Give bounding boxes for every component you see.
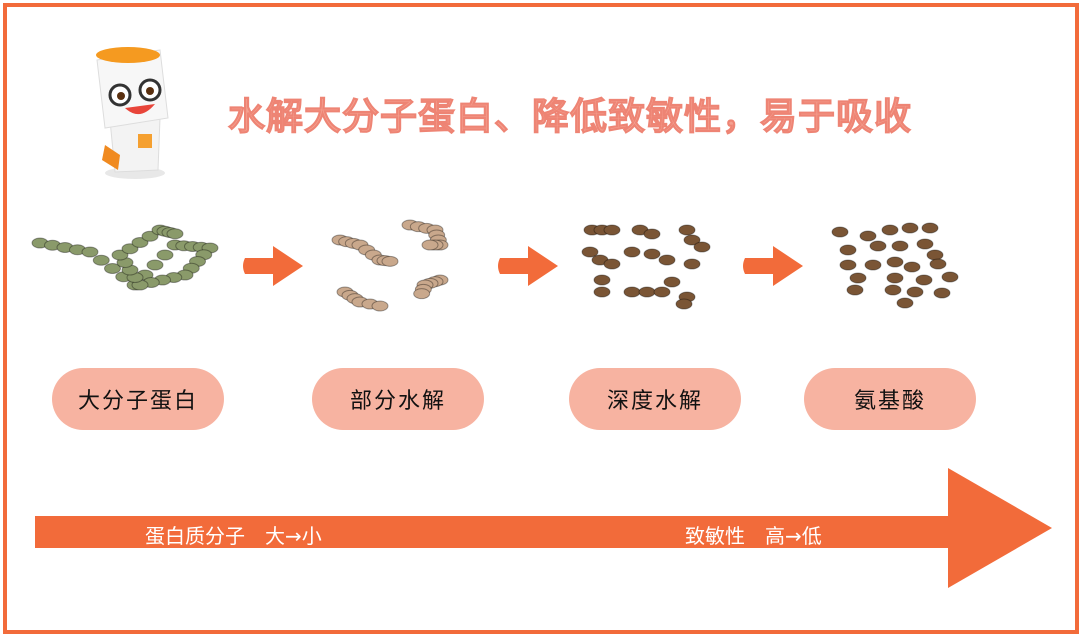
amino-acid-bead bbox=[884, 284, 902, 296]
oligopeptide-bead bbox=[593, 286, 611, 298]
oligopeptide-bead bbox=[653, 286, 671, 298]
protein-bead bbox=[81, 246, 99, 258]
peptide-bead bbox=[413, 288, 431, 300]
amino-acid-bead bbox=[864, 259, 882, 271]
mascot-can-icon bbox=[96, 47, 169, 179]
protein-bead bbox=[92, 254, 110, 266]
amino-acid-bead bbox=[891, 240, 909, 252]
amino-acid-bead bbox=[916, 238, 934, 250]
amino-acid-bead bbox=[941, 271, 959, 283]
protein-bead bbox=[156, 249, 174, 261]
arrow-text-molecule-size: 蛋白质分子 大→小 bbox=[145, 524, 322, 548]
amino-acid-bead bbox=[839, 244, 857, 256]
protein-bead bbox=[131, 237, 149, 248]
protein-bead bbox=[121, 243, 139, 255]
peptide-bead bbox=[421, 239, 439, 251]
oligopeptide-bead bbox=[623, 286, 641, 298]
amino-acid-bead bbox=[906, 286, 924, 298]
oligopeptide-bead bbox=[603, 258, 621, 270]
oligopeptide-bead bbox=[658, 254, 676, 266]
amino-acid-bead bbox=[926, 249, 944, 261]
amino-acid-bead bbox=[933, 287, 951, 299]
protein-bead bbox=[104, 263, 121, 274]
step-arrow-icon bbox=[498, 246, 558, 286]
peptide-bead bbox=[371, 300, 389, 312]
stage-label-intact-protein: 大分子蛋白 bbox=[52, 368, 224, 430]
page-title: 水解大分子蛋白、降低致敏性，易于吸收 bbox=[228, 95, 912, 139]
oligopeptide-bead bbox=[603, 224, 621, 236]
oligopeptide-bead bbox=[593, 274, 611, 286]
oligopeptide-bead bbox=[638, 286, 656, 298]
oligopeptide-bead bbox=[643, 248, 661, 260]
amino-acid-bead bbox=[859, 230, 877, 242]
stage-label-partial-hydrolysis: 部分水解 bbox=[312, 368, 484, 430]
amino-acid-bead bbox=[849, 272, 867, 284]
oligopeptide-bead bbox=[663, 276, 681, 288]
protein-bead bbox=[166, 228, 184, 240]
amino-acid-bead bbox=[886, 272, 904, 284]
amino-acid-bead bbox=[929, 258, 947, 270]
step-arrow-icon bbox=[243, 246, 303, 286]
amino-acid-bead bbox=[901, 222, 919, 234]
amino-acid-bead bbox=[831, 226, 849, 238]
protein-bead bbox=[111, 249, 129, 261]
oligopeptide-bead bbox=[683, 234, 701, 246]
oligopeptide-bead bbox=[643, 228, 661, 240]
stage-label-amino-acids: 氨基酸 bbox=[804, 368, 976, 430]
amino-acid-bead bbox=[915, 274, 933, 286]
amino-acid-bead bbox=[903, 261, 921, 273]
step-arrow-icon bbox=[743, 246, 803, 286]
protein-bead bbox=[141, 230, 159, 242]
oligopeptide-bead bbox=[675, 298, 693, 310]
amino-acid-bead bbox=[896, 297, 914, 309]
amino-acid-bead bbox=[881, 224, 899, 236]
peptide-bead bbox=[381, 255, 399, 267]
arrow-text-allergenicity: 致敏性 高→低 bbox=[685, 524, 822, 548]
amino-acid-bead bbox=[839, 259, 857, 271]
oligopeptide-bead bbox=[623, 246, 641, 258]
oligopeptide-bead bbox=[683, 258, 701, 270]
big-progress-arrow bbox=[35, 468, 1052, 588]
protein-bead bbox=[146, 259, 164, 271]
amino-acid-bead bbox=[846, 284, 864, 296]
amino-acid-bead bbox=[921, 222, 939, 234]
stage-label-extensive-hydrolysis: 深度水解 bbox=[569, 368, 741, 430]
oligopeptide-bead bbox=[678, 224, 696, 236]
amino-acid-bead bbox=[869, 240, 887, 252]
oligopeptide-bead bbox=[693, 241, 711, 253]
oligopeptide-bead bbox=[581, 246, 599, 258]
orange-frame bbox=[3, 3, 1079, 634]
amino-acid-bead bbox=[886, 256, 904, 268]
